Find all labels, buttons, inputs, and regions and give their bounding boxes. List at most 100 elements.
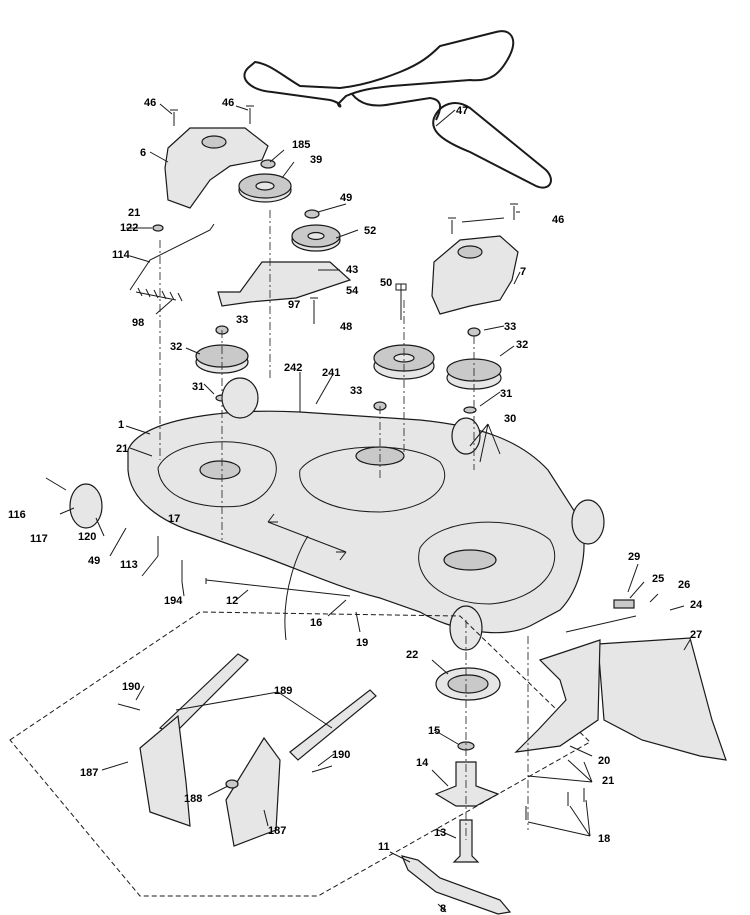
callout-label: 21 — [128, 207, 140, 219]
callout-label: 32 — [170, 341, 182, 353]
callout-label: 98 — [132, 317, 144, 329]
callout-label: 33 — [504, 321, 516, 333]
chute-rod-29 — [565, 615, 637, 633]
callout-label: 189 — [274, 685, 292, 697]
drive-belt — [243, 30, 552, 189]
callout-label: 31 — [500, 388, 512, 400]
detail-inset-outline — [9, 611, 591, 897]
callout-label: 22 — [406, 649, 418, 661]
idler-arm — [129, 223, 215, 291]
idler-spring — [135, 287, 183, 302]
callout-label: 187 — [268, 825, 286, 837]
callout-label: 49 — [340, 192, 352, 204]
chute-liner-20 — [514, 639, 601, 753]
callout-label: 12 — [226, 595, 238, 607]
callout-label: 21 — [602, 775, 614, 787]
callout-label: 19 — [356, 637, 368, 649]
callout-label: 27 — [690, 629, 702, 641]
left-belt-cover — [164, 127, 269, 209]
right-spindle-hub — [443, 549, 497, 571]
callout-label: 116 — [8, 509, 26, 521]
mower-deck — [127, 410, 585, 634]
callout-label: 113 — [120, 559, 138, 571]
bolt-54 — [310, 297, 318, 324]
callout-label: 242 — [284, 362, 302, 374]
deck-wheel-right-rear — [451, 417, 481, 455]
callout-label: 8 — [440, 903, 446, 915]
callout-label: 190 — [332, 749, 350, 761]
callout-label: 50 — [380, 277, 392, 289]
leader-lines — [59, 103, 691, 913]
callout-label: 114 — [112, 249, 131, 261]
bolt-46a — [170, 109, 178, 126]
bolt-190b — [311, 765, 333, 773]
chute-deflector-27 — [597, 637, 727, 761]
callout-label: 20 — [598, 755, 610, 767]
mower-blade-8 — [400, 855, 512, 915]
callout-label: 120 — [78, 531, 96, 543]
callout-label: 25 — [652, 573, 664, 585]
callout-label: 188 — [184, 793, 202, 805]
deck-left-chamber — [157, 441, 277, 508]
callout-label: 7 — [520, 266, 526, 278]
bolt-50 — [395, 283, 407, 320]
callout-label: 15 — [428, 725, 440, 737]
lift-link-right — [289, 689, 377, 761]
callout-label: 48 — [340, 321, 352, 333]
callout-label: 32 — [516, 339, 528, 351]
washer-31b — [463, 406, 477, 414]
deck-center-chamber — [299, 446, 446, 513]
centerline-center — [379, 300, 405, 480]
callout-label: 97 — [288, 299, 300, 311]
callout-label: 122 — [120, 222, 138, 234]
callout-label: 190 — [122, 681, 140, 693]
callout-label: 29 — [628, 551, 640, 563]
deck-wheel-117 — [69, 483, 103, 529]
cover-knob — [201, 135, 227, 149]
callout-label: 11 — [378, 841, 390, 853]
callout-label: 46 — [222, 97, 234, 109]
nut-49 — [304, 209, 320, 219]
nut-185 — [260, 159, 276, 169]
bolt-46c — [448, 203, 518, 234]
detail-pointer — [284, 535, 309, 641]
callout-label: 33 — [236, 314, 248, 326]
callout-label: 14 — [416, 757, 429, 769]
deck-right-chamber — [418, 521, 556, 605]
callout-label: 47 — [456, 105, 468, 117]
callout-label: 46 — [552, 214, 564, 226]
callout-label: 46 — [144, 97, 156, 109]
callout-label: 6 — [140, 147, 146, 159]
fasteners-18 — [525, 788, 585, 820]
callout-label: 43 — [346, 264, 358, 276]
chute-spring-25 — [613, 599, 635, 609]
callout-label: 52 — [364, 225, 376, 237]
left-spindle-hub — [199, 460, 241, 480]
bolt-116 — [45, 477, 67, 491]
lift-rod-12 — [205, 578, 351, 597]
nut-33c — [467, 327, 481, 337]
bolt-46b — [246, 105, 254, 124]
bolt-190a — [117, 703, 141, 711]
callout-label: 185 — [292, 139, 310, 151]
centerline-left — [159, 210, 271, 540]
callout-label: 13 — [434, 827, 446, 839]
callout-label: 241 — [322, 367, 340, 379]
idler-bracket — [217, 261, 352, 307]
callout-label: 54 — [346, 285, 359, 297]
callout-label: 16 — [310, 617, 322, 629]
washer-122 — [152, 224, 164, 232]
deck-wheel-right-front — [571, 499, 605, 545]
hanger-bracket-left — [139, 714, 191, 827]
callout-label: 21 — [116, 443, 128, 455]
spindle-housing-14 — [434, 761, 500, 807]
callout-label: 30 — [504, 413, 516, 425]
callout-label: 18 — [598, 833, 610, 845]
callout-label: 24 — [690, 599, 703, 611]
callout-label: 17 — [168, 513, 180, 525]
callout-label: 39 — [310, 154, 322, 166]
callout-label: 26 — [678, 579, 690, 591]
centerline-right — [465, 336, 529, 840]
callout-label: 117 — [30, 533, 48, 545]
